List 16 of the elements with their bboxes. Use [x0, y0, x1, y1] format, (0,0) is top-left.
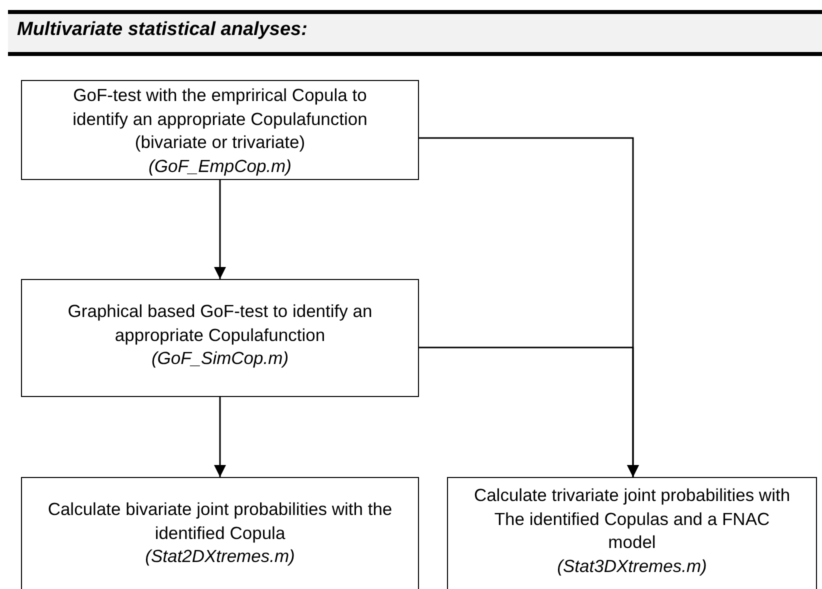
file-name: (Stat2DXtremes.m) [145, 545, 295, 568]
file-name: (GoF_SimCop.m) [151, 347, 289, 370]
process-box [21, 477, 419, 589]
arrow [214, 397, 226, 477]
arrow [214, 180, 226, 279]
file-name: (Stat3DXtremes.m) [557, 554, 707, 578]
file-name: (GoF_EmpCop.m) [148, 154, 292, 178]
diagram-title: Multivariate statistical analyses: [17, 19, 308, 41]
process-box [447, 477, 817, 589]
box-text: Graphical based GoF-test to identify an appropriate Copulafunction [66, 300, 374, 347]
box-text: Calculate trivariate joint probabilities with The identified Copulas and a FNAC model [472, 484, 792, 554]
box-text: GoF-test with the emprirical Copula to identify an appropriate Copulafunction (bivariate or trivariate) [72, 84, 368, 154]
process-box [21, 80, 419, 180]
arrow [419, 346, 639, 477]
box-text: Calculate bivariate joint probabilities with the identified Copula [46, 498, 394, 545]
process-box [21, 279, 419, 397]
